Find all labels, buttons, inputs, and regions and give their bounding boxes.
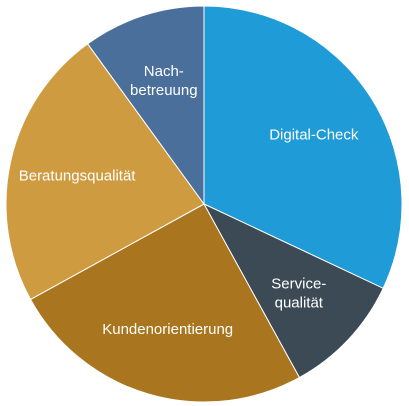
pie-slice: [5, 43, 205, 301]
slice-label-line: Digital-Check: [269, 126, 359, 143]
slice-label-line: Service-: [271, 276, 326, 293]
slice-label: Kundenorientierung: [102, 321, 233, 338]
slice-label: Nach-betreuung: [130, 63, 198, 99]
pie-slice: [86, 5, 205, 206]
pie-slice: [29, 203, 301, 403]
slice-label-line: qualität: [275, 295, 324, 312]
slice-label-line: Beratungsqualität: [19, 168, 137, 185]
pie-slice: [203, 5, 403, 289]
pie-slices: [5, 5, 403, 403]
slice-label: Beratungsqualität: [19, 168, 137, 185]
slice-label-line: Nach-: [144, 63, 184, 80]
slice-label: Digital-Check: [269, 126, 359, 143]
pie-labels: Digital-CheckService-qualitätKundenorien…: [19, 63, 359, 338]
slice-label-line: Kundenorientierung: [102, 321, 233, 338]
slice-label: Service-qualität: [271, 276, 326, 312]
pie-slice: [202, 202, 384, 379]
slice-label-line: betreuung: [130, 82, 198, 99]
